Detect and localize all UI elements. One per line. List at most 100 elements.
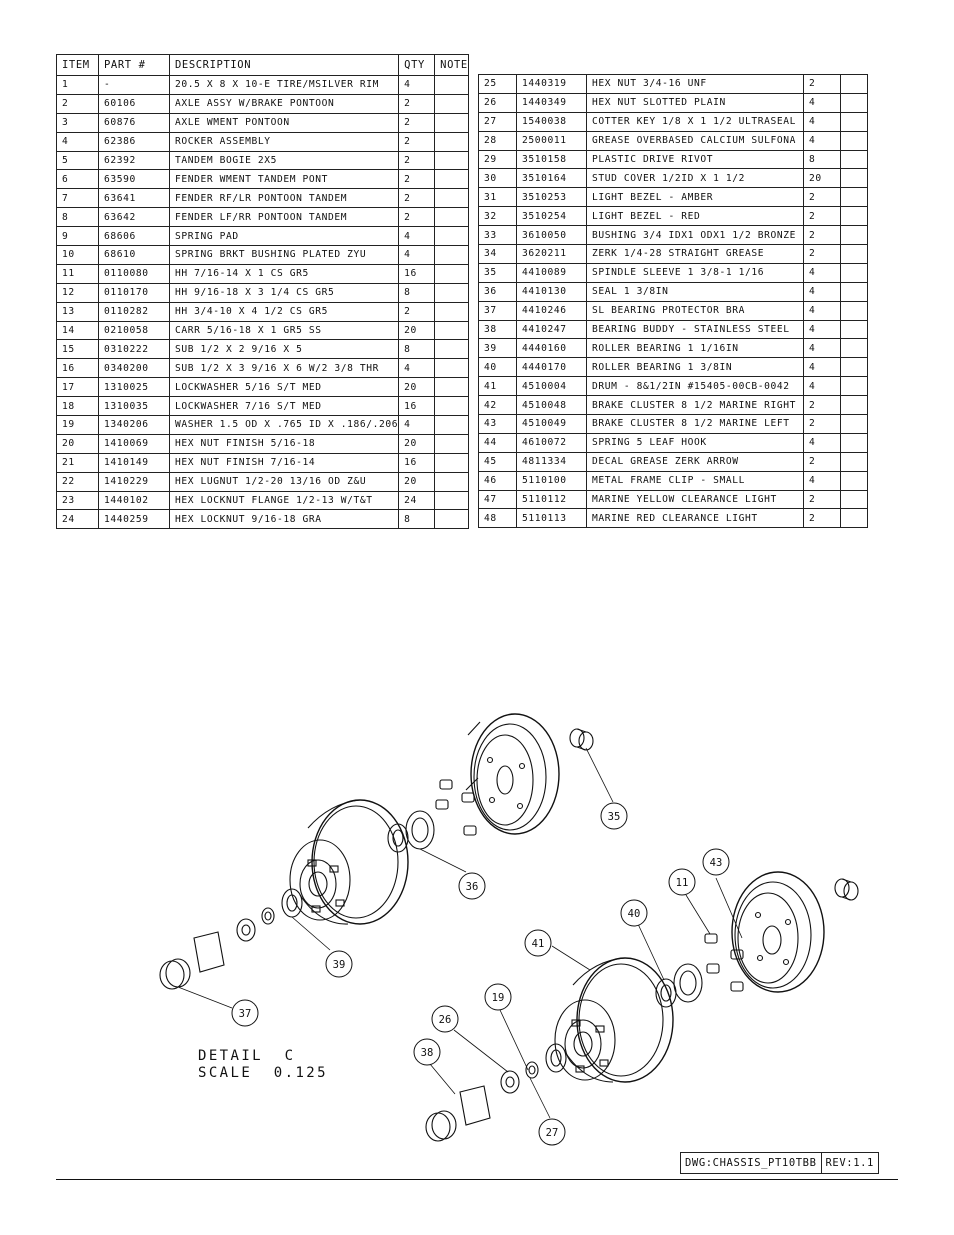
table-cell xyxy=(840,376,868,397)
table-cell: 11 xyxy=(56,263,99,284)
bearing-protector-upper xyxy=(159,931,225,990)
balloon-circle xyxy=(484,983,512,1011)
table-cell: 43 xyxy=(478,414,517,434)
table-cell: 48 xyxy=(478,508,517,529)
table-cell: 4410089 xyxy=(516,262,587,283)
table-cell: 16 xyxy=(398,396,436,417)
table-cell: ROCKER ASSEMBLY xyxy=(168,131,400,152)
table-cell xyxy=(434,358,469,379)
balloon-circle xyxy=(431,1005,459,1033)
table-cell xyxy=(840,225,868,246)
table-cell xyxy=(840,168,868,189)
table-cell: 33 xyxy=(478,225,517,246)
seal-upper xyxy=(387,810,435,853)
table-cell: 2 xyxy=(398,169,436,190)
table-cell: 4510048 xyxy=(516,395,587,416)
table-cell: 2 xyxy=(803,206,841,227)
table-cell xyxy=(434,452,469,473)
table-cell xyxy=(434,282,469,303)
table-cell: HEX LUGNUT 1/2-20 13/16 OD Z&U xyxy=(168,471,400,492)
table-cell xyxy=(434,226,469,247)
table-cell: 36 xyxy=(478,281,517,302)
table-cell: 2 xyxy=(803,225,841,246)
table-cell: 8 xyxy=(803,149,841,170)
balloon-circle xyxy=(413,1038,441,1066)
balloon-number: 27 xyxy=(546,1127,559,1139)
balloon-circle xyxy=(231,999,259,1027)
table-cell: HH 9/16-18 X 3 1/4 CS GR5 xyxy=(168,282,400,303)
table-cell: 3620211 xyxy=(516,244,587,264)
table-cell: BEARING BUDDY - STAINLESS STEEL xyxy=(586,319,804,340)
balloon-number: 37 xyxy=(239,1008,252,1020)
table-cell xyxy=(840,300,868,321)
table-cell: 26 xyxy=(478,92,517,113)
table-cell: SPRING BRKT BUSHING PLATED ZYU xyxy=(168,245,400,265)
table-cell: 3510253 xyxy=(516,187,587,208)
slotted-nut-lower xyxy=(500,1070,520,1094)
table-cell xyxy=(434,471,469,492)
table-cell: 0110080 xyxy=(98,263,170,284)
drawing-number: DWG:CHASSIS_PT10TBB xyxy=(680,1152,822,1174)
table-cell: LIGHT BEZEL - AMBER xyxy=(586,187,804,208)
table-cell xyxy=(840,414,868,434)
balloon-circle xyxy=(668,868,696,896)
table-cell: 2 xyxy=(398,207,436,228)
slotted-nut-upper xyxy=(236,918,256,942)
table-cell: 47 xyxy=(478,489,517,510)
table-cell xyxy=(840,470,868,491)
table-cell: 28 xyxy=(478,130,517,151)
bolts-upper xyxy=(435,779,477,836)
table-cell: - xyxy=(98,75,170,95)
table-cell: HEX NUT 3/4-16 UNF xyxy=(586,74,804,94)
table-cell: 20 xyxy=(398,320,436,341)
table-cell: 2 xyxy=(398,188,436,209)
table-cell: BUSHING 3/4 IDX1 ODX1 1/2 BRONZE xyxy=(586,225,804,246)
table-cell xyxy=(434,245,469,265)
table-cell: 29 xyxy=(478,149,517,170)
table-cell: 1410229 xyxy=(98,471,170,492)
drum-upper xyxy=(289,799,409,925)
table-cell: DECAL GREASE ZERK ARROW xyxy=(586,451,804,472)
table-cell: MARINE RED CLEARANCE LIGHT xyxy=(586,508,804,529)
table-cell xyxy=(434,131,469,152)
table-cell: 13 xyxy=(56,301,99,322)
table-cell: 8 xyxy=(56,207,99,228)
item-balloon: 43 xyxy=(702,848,730,876)
column-header: ITEM xyxy=(56,54,99,76)
table-cell: 8 xyxy=(398,509,436,530)
page-bottom-rule xyxy=(56,1179,898,1180)
table-cell: 4510049 xyxy=(516,414,587,434)
table-cell: 1410149 xyxy=(98,452,170,473)
table-cell xyxy=(434,396,469,417)
table-cell: 4 xyxy=(398,358,436,379)
item-balloon: 36 xyxy=(458,872,486,900)
table-cell: 68606 xyxy=(98,226,170,247)
table-cell: 1 xyxy=(56,75,99,95)
table-cell: 6 xyxy=(56,169,99,190)
table-cell: 3610050 xyxy=(516,225,587,246)
table-cell: 10 xyxy=(56,245,99,265)
table-cell: 20 xyxy=(398,433,436,454)
item-balloon: 39 xyxy=(325,950,353,978)
table-cell: 19 xyxy=(56,415,99,435)
table-cell: 2 xyxy=(803,244,841,264)
table-cell: PLASTIC DRIVE RIVOT xyxy=(586,149,804,170)
table-cell xyxy=(840,281,868,302)
balloon-circle xyxy=(538,1118,566,1146)
